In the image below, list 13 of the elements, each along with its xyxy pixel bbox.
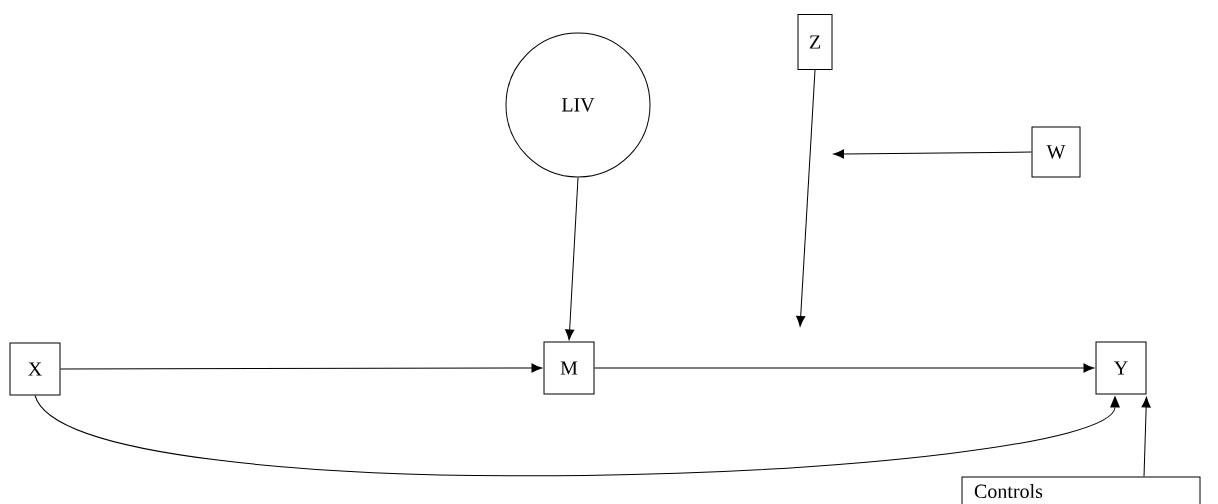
variable-box: Controls bbox=[961, 476, 1201, 504]
variable-box: M bbox=[543, 341, 595, 395]
arrow bbox=[1141, 396, 1151, 477]
circle-node: LIV bbox=[505, 32, 651, 178]
arrow bbox=[565, 177, 579, 341]
variable-box: X bbox=[9, 342, 61, 396]
arrow bbox=[594, 363, 1095, 373]
arrow bbox=[60, 363, 543, 373]
arrow bbox=[796, 69, 816, 327]
variable-box: Z bbox=[797, 14, 833, 70]
variable-box: W bbox=[1031, 126, 1081, 178]
variable-box: Y bbox=[1095, 341, 1147, 395]
arrow bbox=[833, 149, 1032, 159]
